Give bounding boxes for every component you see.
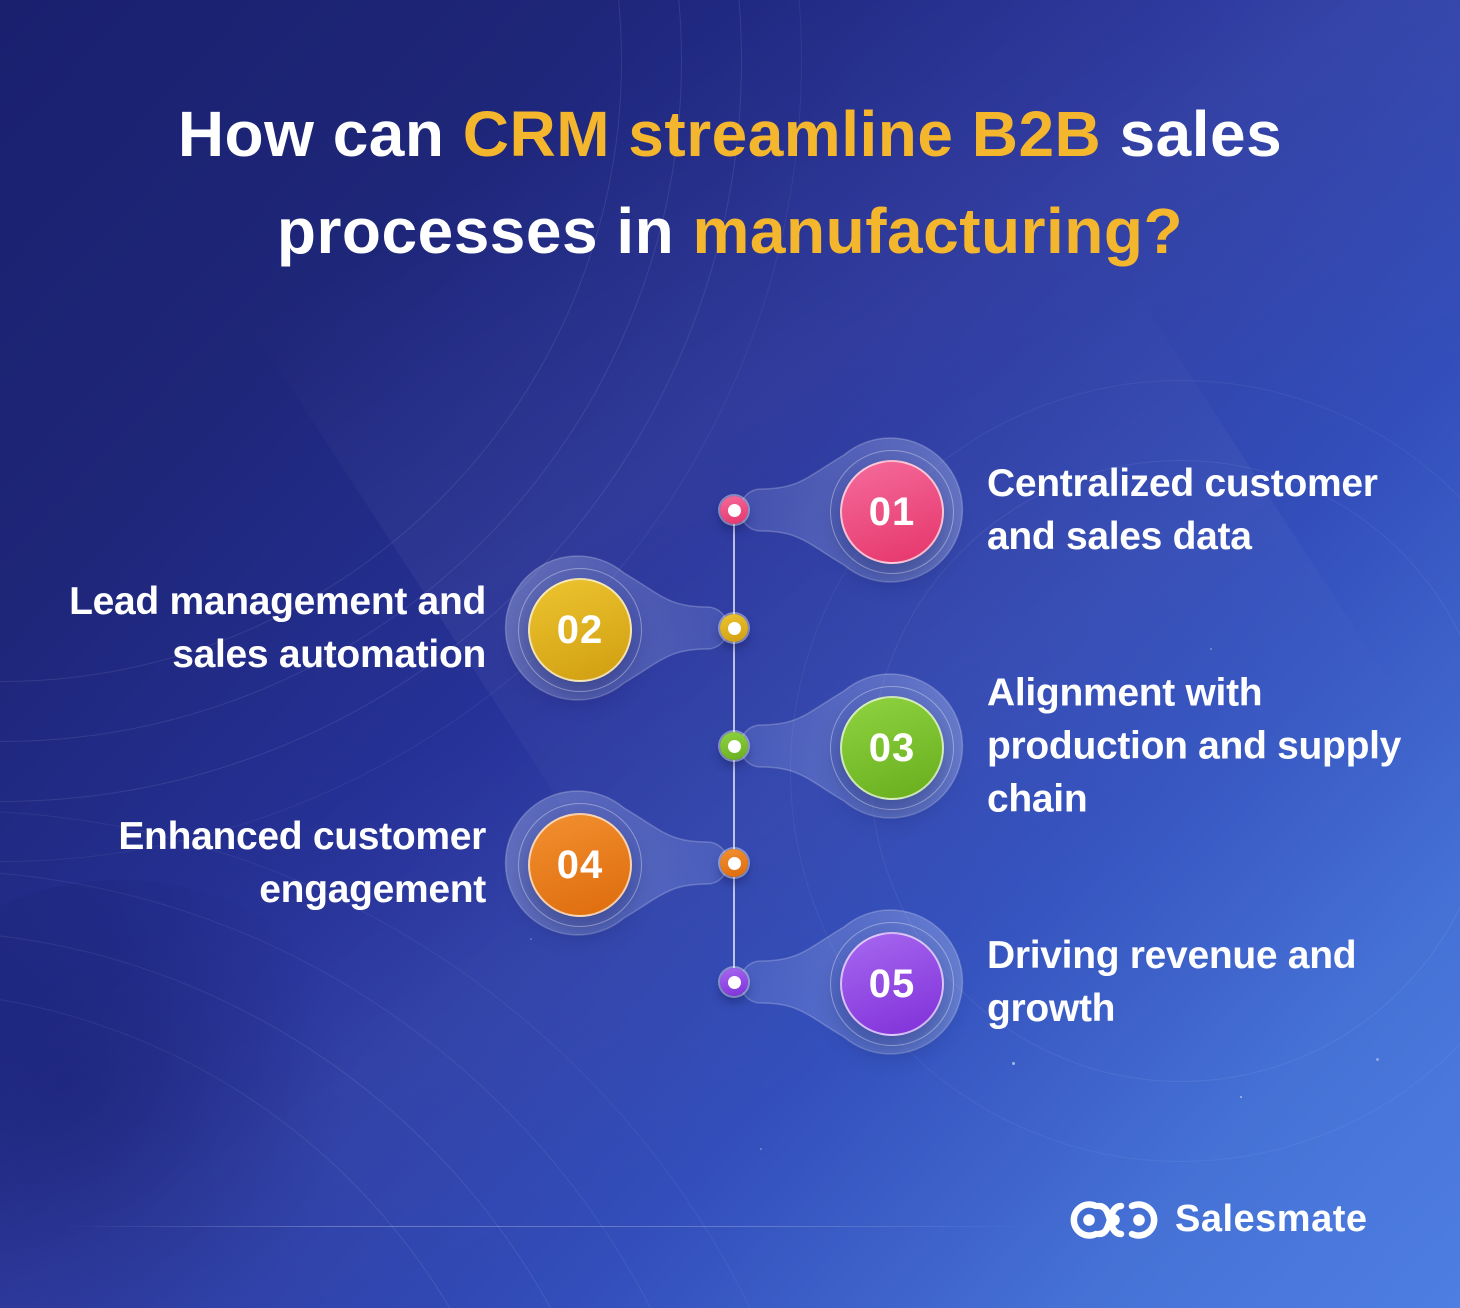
salesmate-logo-text: Salesmate — [1175, 1198, 1368, 1240]
item-02-label: Lead management and sales automation — [69, 580, 486, 676]
item-05-label: Driving revenue and growth — [987, 934, 1357, 1030]
sparkle-dot — [1210, 648, 1212, 650]
title-highlight: CRM streamline B2B — [462, 98, 1102, 170]
item-03-label: Alignment with production and supply cha… — [987, 671, 1402, 821]
page-title: How can CRM streamline B2B sales process… — [0, 86, 1460, 280]
timeline-dot-04 — [720, 849, 748, 877]
timeline-dot-05 — [720, 968, 748, 996]
item-03-number: 03 — [868, 725, 916, 770]
item-02-number: 02 — [556, 607, 604, 652]
item-05-badge: 05 — [830, 922, 954, 1046]
sparkle-dot — [1240, 1096, 1242, 1098]
item-04-badge: 04 — [518, 803, 642, 927]
sparkle-dot — [530, 938, 532, 940]
sparkle-dot — [760, 1148, 762, 1150]
background-shadow-blob — [0, 880, 380, 1308]
item-01-number: 01 — [868, 489, 916, 534]
item-03-badge: 03 — [830, 686, 954, 810]
page-title-line-1: How can CRM streamline B2B sales — [0, 86, 1460, 183]
salesmate-chain-icon — [1070, 1200, 1158, 1239]
item-04-label: Enhanced customer engagement — [118, 815, 486, 911]
item-02-badge: 02 — [518, 568, 642, 692]
title-text: How can — [177, 98, 463, 170]
item-05-number: 05 — [868, 961, 916, 1006]
timeline-dot-03 — [720, 732, 748, 760]
title-highlight: manufacturing? — [692, 195, 1184, 267]
timeline-dot-01 — [720, 496, 748, 524]
item-01-label: Centralized customer and sales data — [987, 462, 1378, 558]
salesmate-logo: Salesmate — [1068, 1198, 1368, 1241]
timeline-dot-02 — [720, 614, 748, 642]
sparkle-dot — [1376, 1058, 1379, 1061]
footer-divider-line — [60, 1226, 1040, 1227]
page-title-line-2: processes in manufacturing? — [0, 183, 1460, 280]
title-text: processes in — [276, 195, 693, 267]
item-01-badge: 01 — [830, 450, 954, 574]
item-04-number: 04 — [556, 842, 604, 887]
sparkle-dot — [1012, 1062, 1015, 1065]
title-text: sales — [1101, 98, 1283, 170]
